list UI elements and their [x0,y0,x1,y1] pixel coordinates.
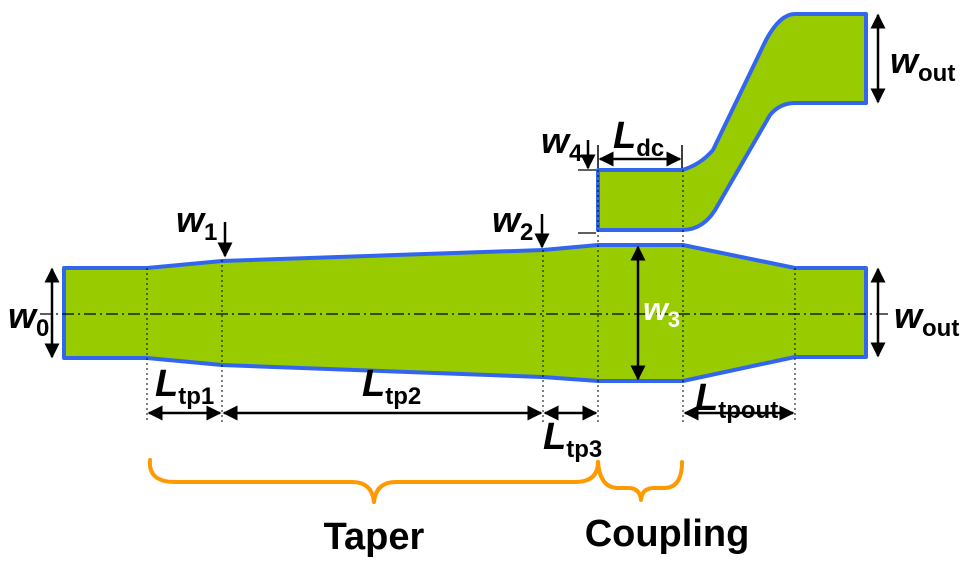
w3-label: w3 [643,291,680,332]
wout-top-label: wout [890,40,955,87]
taper-brace [147,458,600,504]
ltpout-label: Ltpout [695,377,778,424]
bus-waveguide [62,243,868,383]
w1-label: w1 [176,199,217,246]
ldc-label: Ldc [613,115,664,162]
w2-label: w2 [492,199,533,246]
coupling-brace [596,460,684,502]
ltp1-label: Ltp1 [155,363,214,410]
wout-right-label: wout [894,295,959,342]
w0-label: w0 [8,295,49,342]
taper-label: Taper [324,516,425,558]
output-waveguide [596,12,868,232]
ltp3-label: Ltp3 [543,416,602,463]
coupling-label: Coupling [585,513,750,555]
guide-lines [146,170,796,423]
w4-label: w4 [541,120,583,167]
ltp2-label: Ltp2 [362,363,421,410]
